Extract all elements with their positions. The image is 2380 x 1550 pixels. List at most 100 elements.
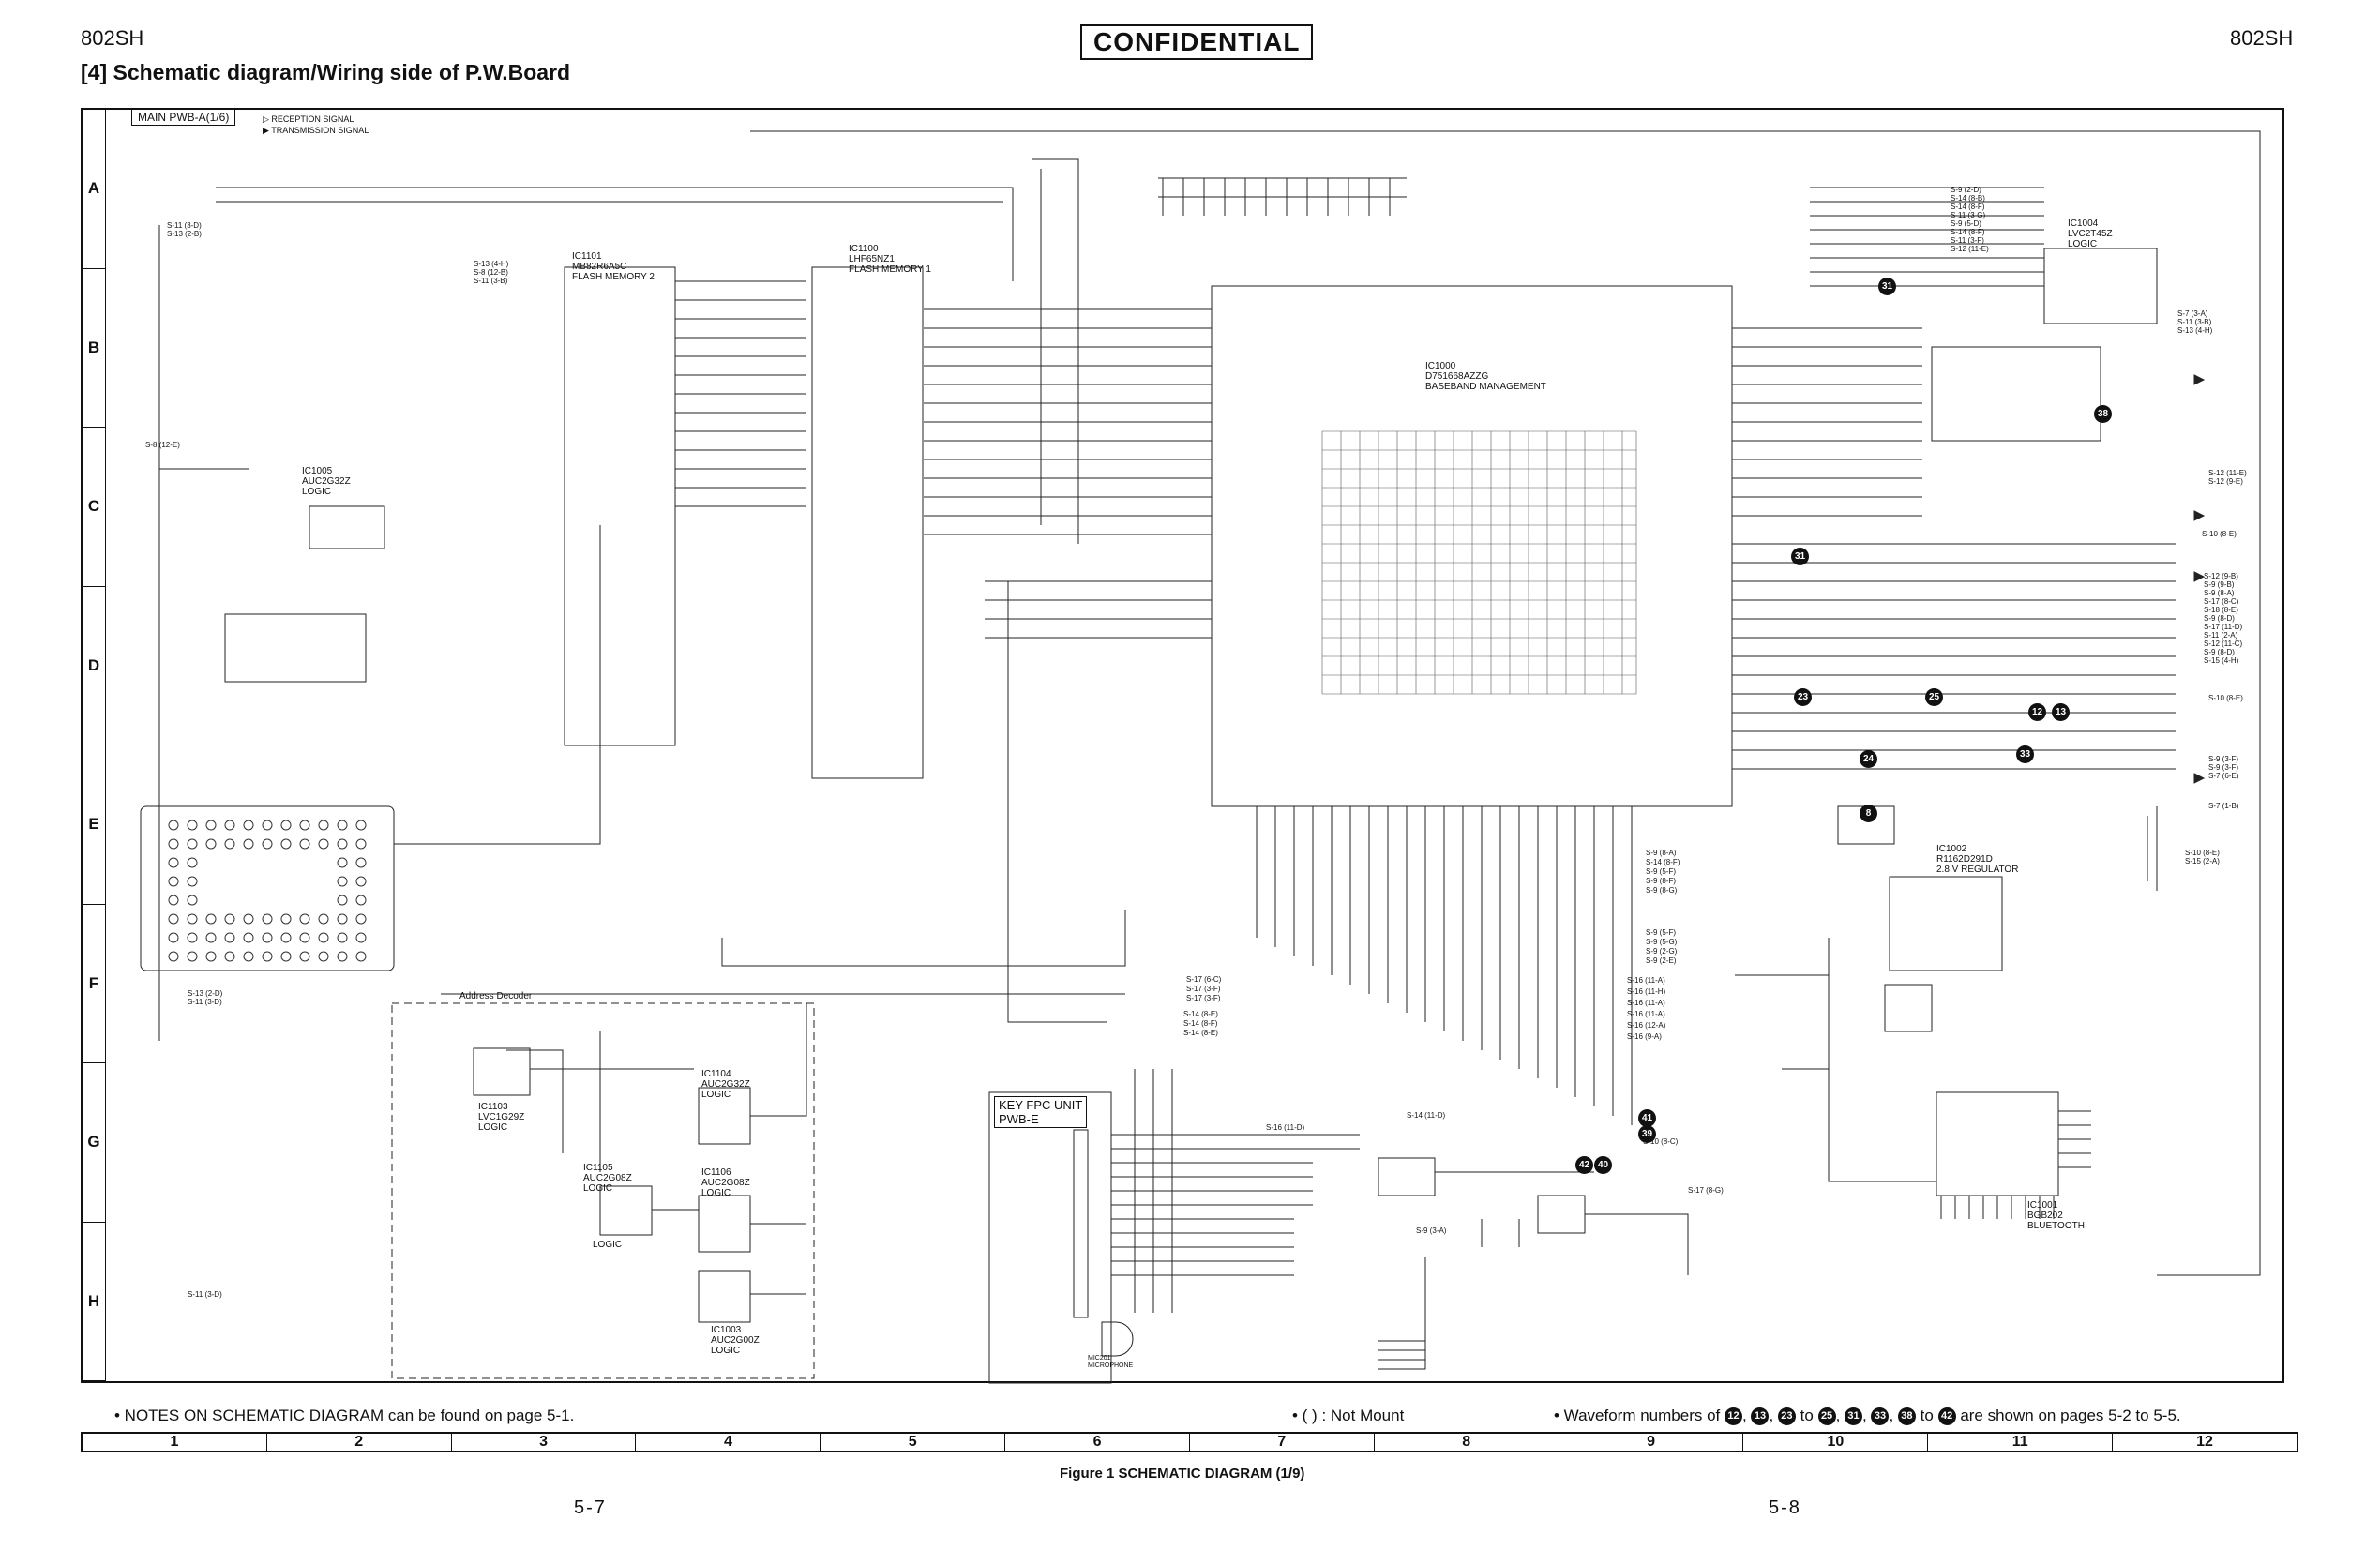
cross-ref: S-12 (11-E) — [1951, 245, 1989, 253]
cross-ref: S-10 (8-E) — [2208, 694, 2243, 702]
cross-ref: S-17 (3-F) — [1186, 985, 1221, 993]
waveform-ref: 38 — [1897, 1407, 1916, 1426]
waveform-note-prefix: • Waveform numbers of — [1554, 1407, 1721, 1424]
cross-ref: S-9 (3-F) — [2208, 755, 2238, 763]
cross-ref: S-12 (11-C) — [2204, 640, 2243, 648]
confidential-banner: CONFIDENTIAL — [1080, 24, 1314, 60]
cross-ref: S-14 (8-F) — [1951, 203, 1985, 211]
ic1000-label: IC1000 D751668AZZG BASEBAND MANAGEMENT — [1425, 361, 1546, 392]
not-mount-note: • ( ) : Not Mount — [1292, 1407, 1405, 1424]
cross-ref-group-right-b: S-12 (11-E) S-12 (9-E) — [2208, 469, 2247, 486]
waveform-ref: 23 — [1777, 1407, 1796, 1426]
ic1004-label: IC1004 LVC2T45Z LOGIC — [2068, 218, 2113, 249]
waveform-ref: 42 — [1937, 1407, 1956, 1426]
column-index-cell: 8 — [1375, 1434, 1559, 1451]
cross-ref: S-14 (8-F) — [1951, 228, 1985, 236]
cross-ref: S-16 (12-A) — [1627, 1021, 1666, 1030]
row-index-cell: G — [83, 1063, 105, 1223]
cross-ref: S-12 (9-B) — [2204, 572, 2238, 580]
model-label-right: 802SH — [2230, 26, 2294, 50]
cross-ref-group-left: S-11 (3-D) S-13 (2-B) — [167, 221, 202, 238]
waveform-to: to — [1920, 1407, 1934, 1424]
cross-ref: S-16 (11-D) — [1266, 1123, 1305, 1132]
ic1103-label: IC1103 LVC1G29Z LOGIC — [478, 1102, 525, 1133]
cross-ref: S-9 (9-B) — [2204, 580, 2235, 589]
column-index-cell: 11 — [1928, 1434, 2114, 1451]
column-index-cell: 3 — [452, 1434, 637, 1451]
cross-ref: S-18 (8-E) — [2204, 606, 2238, 614]
ic1001-label: IC1001 BGB202 BLUETOOTH — [2027, 1200, 2085, 1231]
waveform-ref: 31 — [1845, 1407, 1863, 1426]
figure-caption: Figure 1 SCHEMATIC DIAGRAM (1/9) — [1060, 1466, 1305, 1482]
waveform-marker: 23 — [1794, 688, 1812, 706]
cross-ref: S-9 (5-F) — [1646, 928, 1676, 937]
cross-ref-group-right-c: S-12 (9-B) S-9 (9-B) S-9 (8-A) S-17 (8-C… — [2204, 572, 2242, 665]
waveform-marker: 31 — [1878, 278, 1896, 295]
waveform-marker: 25 — [1925, 688, 1943, 706]
cross-ref: S-11 (3-B) — [2177, 318, 2212, 326]
cross-ref: S-16 (9-A) — [1627, 1032, 1662, 1041]
ic1101-label: IC1101 MB82R6A5C FLASH MEMORY 2 — [572, 251, 655, 282]
microphone-label: MIC201 MICROPHONE — [1088, 1355, 1134, 1369]
cross-ref: S-10 (8-C) — [1643, 1137, 1679, 1146]
cross-ref-group-upper: S-13 (4-H) S-8 (12-B) S-11 (3-B) — [474, 260, 508, 285]
cross-ref-group-center-3: S-16 (11-A) S-16 (11-H) S-16 (11-A) S-16… — [1627, 975, 1665, 1043]
cross-ref: S-14 (8-E) — [1183, 1010, 1218, 1018]
row-index-cell: H — [83, 1223, 105, 1381]
cross-ref-group-mid-2: S-14 (8-E) S-14 (8-F) S-14 (8-E) — [1183, 1010, 1218, 1038]
waveform-note-suffix: are shown on pages 5-2 to 5-5. — [1960, 1407, 2181, 1424]
ic1000-body — [1211, 285, 1733, 807]
cross-ref: S-14 (8-F) — [1646, 858, 1680, 866]
row-index-cell: C — [83, 428, 105, 587]
cross-ref-group-right-d: S-9 (3-F) S-9 (3-F) S-7 (6-E) — [2208, 755, 2238, 780]
cross-ref: S-15 (2-A) — [2185, 857, 2220, 865]
cross-ref: S-16 (11-A) — [1627, 976, 1665, 985]
waveform-ref: 12 — [1725, 1407, 1742, 1426]
row-index-cell: E — [83, 745, 105, 905]
cross-ref: S-7 (1-B) — [2208, 802, 2239, 810]
schematic-notes: • NOTES ON SCHEMATIC DIAGRAM can be foun… — [114, 1407, 575, 1424]
cross-ref: S-9 (8-D) — [2204, 648, 2235, 656]
waveform-marker: 40 — [1594, 1156, 1612, 1174]
model-label-left: 802SH — [81, 26, 144, 50]
cross-ref-group-right-e: S-10 (8-E) S-15 (2-A) — [2185, 849, 2220, 865]
address-decoder-label: Address Decoder — [459, 991, 533, 1001]
microphone-symbol — [1101, 1321, 1134, 1357]
cross-ref: S-8 (12-B) — [474, 268, 508, 277]
cross-ref-group-top-right: S-9 (2-D) S-14 (8-B) S-14 (8-F) S-11 (3-… — [1951, 186, 1989, 253]
ic1101-body — [564, 266, 676, 746]
cross-ref: S-9 (3-A) — [1416, 1226, 1447, 1235]
waveform-marker: 33 — [2016, 745, 2034, 763]
cross-ref: S-12 (11-E) — [2208, 469, 2247, 477]
bga-ball-grid — [168, 820, 367, 962]
ic1106-label: IC1106 AUC2G08Z LOGIC — [701, 1167, 750, 1198]
cross-ref: S-17 (6-C) — [1186, 975, 1222, 984]
cross-ref-group-center: S-9 (8-A) S-14 (8-F) S-9 (5-F) S-9 (8-F)… — [1646, 849, 1680, 895]
page-number-left: 5-7 — [574, 1497, 607, 1518]
ic1100-body — [811, 266, 924, 779]
cross-ref: S-9 (2-G) — [1646, 947, 1678, 956]
cross-ref-group-mid: S-17 (6-C) S-17 (3-F) S-17 (3-F) — [1186, 975, 1221, 1003]
ic1004-body — [2043, 248, 2158, 324]
row-index-cell: F — [83, 905, 105, 1063]
cross-ref: S-9 (8-A) — [2204, 589, 2235, 597]
cross-ref: S-9 (5-G) — [1646, 938, 1678, 946]
waveform-ref: 13 — [1751, 1407, 1770, 1426]
page-number-right: 5-8 — [1769, 1497, 1801, 1518]
row-index-cell: A — [83, 110, 105, 269]
cross-ref: S-11 (3-D) — [188, 1290, 222, 1299]
waveform-marker: 39 — [1638, 1125, 1656, 1143]
cross-ref: S-10 (8-E) — [2185, 849, 2220, 857]
column-index-cell: 9 — [1559, 1434, 1744, 1451]
cross-ref: S-9 (8-A) — [1646, 849, 1677, 857]
cross-ref: S-14 (8-B) — [1951, 194, 1985, 203]
column-index-cell: 12 — [2196, 1434, 2213, 1450]
cross-ref-group-center-2: S-9 (5-F) S-9 (5-G) S-9 (2-G) S-9 (2-E) — [1646, 928, 1677, 966]
column-index-cell: 2 — [267, 1434, 452, 1451]
cross-ref: S-7 (6-E) — [2208, 772, 2239, 780]
ic1100-label: IC1100 LHF65NZ1 FLASH MEMORY 1 — [849, 244, 931, 275]
waveform-marker: 38 — [2094, 405, 2112, 423]
cross-ref: S-9 (3-F) — [2208, 763, 2238, 772]
column-index-cell: 1 — [83, 1434, 267, 1451]
